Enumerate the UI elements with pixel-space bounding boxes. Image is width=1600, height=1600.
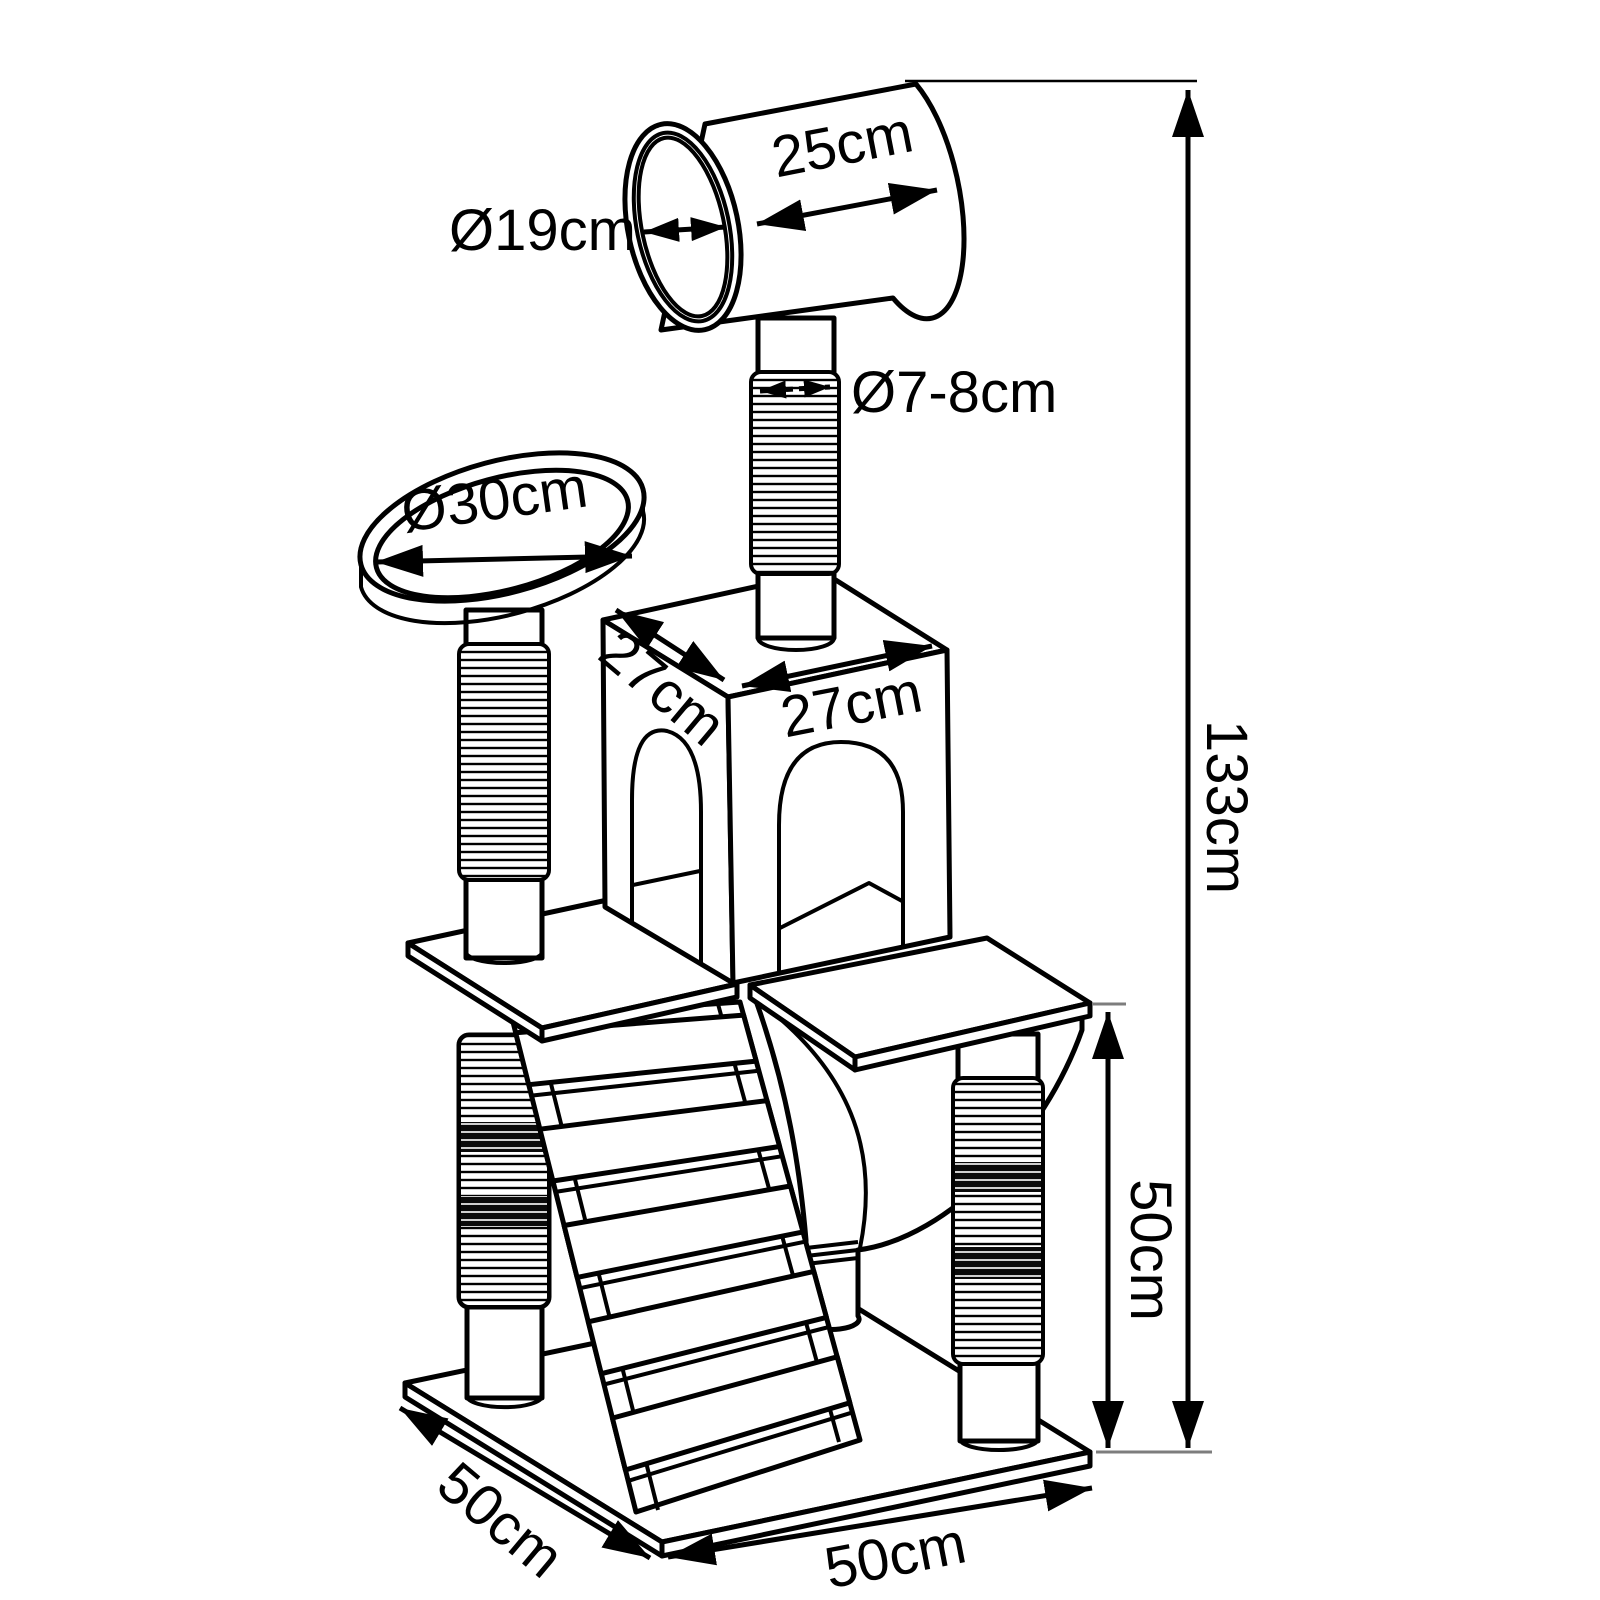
- right-arch-opening: [777, 740, 905, 973]
- ladder-rung: [561, 1183, 806, 1280]
- sisal-dark-band: [461, 1196, 547, 1226]
- dim-house-width-arrow: [741, 640, 933, 692]
- right-platform: [747, 935, 1093, 1073]
- ladder-rung: [585, 1268, 829, 1377]
- left-arch-opening: [630, 728, 703, 964]
- left-lower-post: [456, 1032, 552, 1410]
- dim-base-width-arrow: [667, 1479, 1093, 1566]
- top-post: [749, 315, 841, 652]
- label-tunnel-diameter: Ø19cm: [449, 198, 636, 263]
- ladder-rung: [537, 1098, 783, 1184]
- dim-perch-diameter-arrow: [375, 541, 633, 577]
- left-upper-post: [457, 607, 551, 965]
- right-post: [951, 1031, 1045, 1452]
- sisal-dark-band: [461, 1122, 547, 1152]
- label-mid-height: 50cm: [1118, 1179, 1183, 1321]
- label-base-width: 50cm: [819, 1510, 971, 1600]
- dim-base-depth-arrow: [398, 1405, 652, 1561]
- label-total-height: 133cm: [1194, 720, 1259, 894]
- dim-tunnel-diameter-arrow: [643, 217, 727, 242]
- sisal-dark-band: [955, 1162, 1041, 1192]
- dim-house-depth-arrow: [614, 607, 726, 683]
- label-pole-diameter: Ø7-8cm: [851, 360, 1057, 425]
- dim-pole-diameter-arrow: [759, 379, 831, 399]
- dim-tunnel-length-arrow: [756, 183, 938, 231]
- sisal-dark-band: [955, 1247, 1041, 1279]
